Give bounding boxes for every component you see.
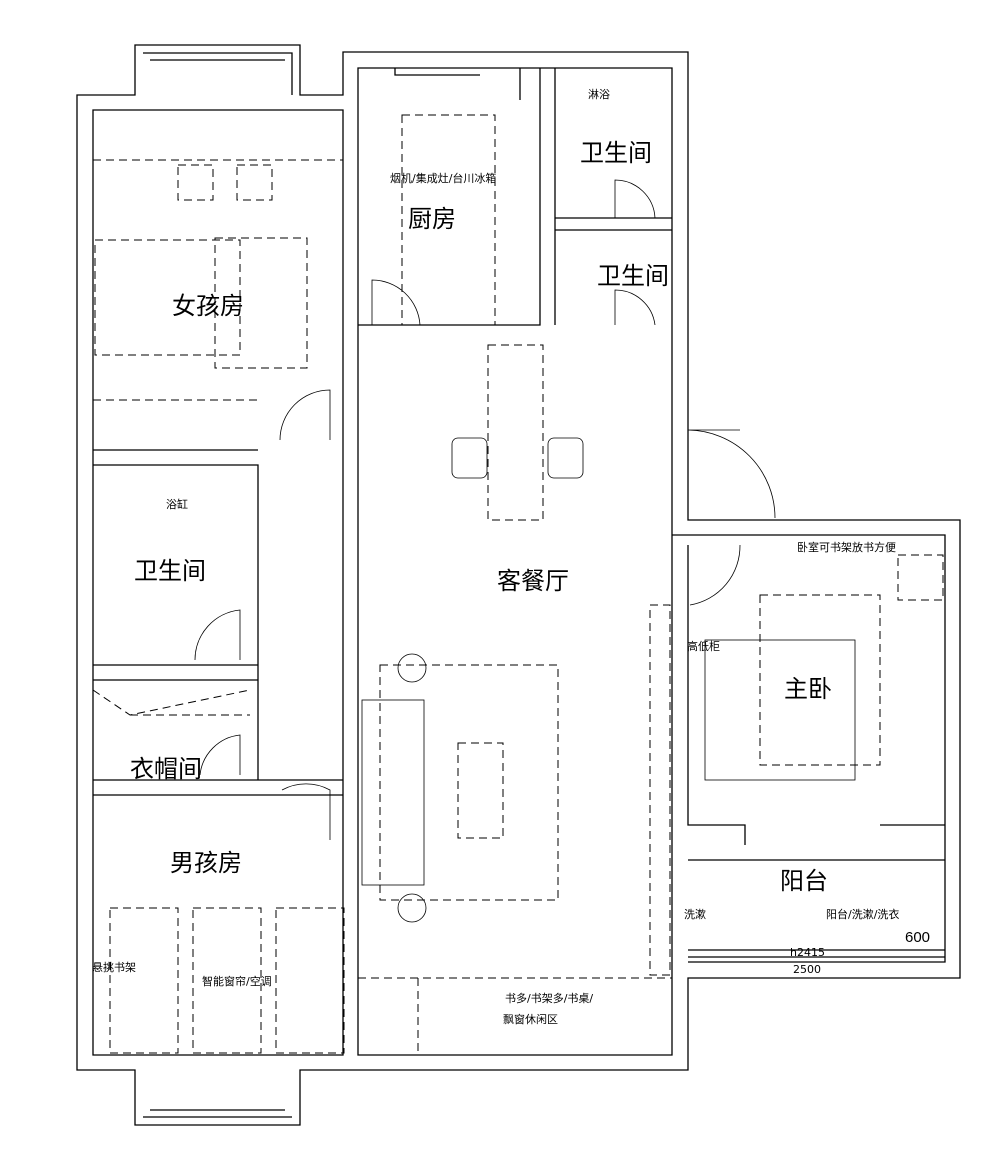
walls — [76, 44, 961, 1126]
room-label-living-dining: 客餐厅 — [497, 567, 569, 595]
room-label-bath-3: 卫生间 — [134, 557, 206, 585]
note-master: 卧室可书架放书方便 — [797, 540, 896, 554]
room-label-cloakroom: 衣帽间 — [130, 755, 202, 783]
note-study-1: 书多/书架多/书桌/ — [505, 991, 593, 1005]
room-label-balcony: 阳台 — [780, 867, 828, 895]
note-bathtub: 浴缸 — [166, 497, 188, 511]
note-curtain: 智能窗帘/空调 — [202, 974, 272, 988]
note-study-2: 飘窗休闲区 — [503, 1012, 558, 1026]
room-label-boy: 男孩房 — [170, 849, 242, 877]
note-height: h2415 — [790, 946, 825, 959]
furniture — [92, 114, 944, 1055]
dimension-600: 600 — [905, 929, 930, 946]
note-shelf: 悬挑书架 — [92, 960, 136, 974]
room-label-bath-2: 卫生间 — [597, 262, 669, 290]
note-cabinet: 高低柜 — [687, 639, 720, 653]
room-label-kitchen: 厨房 — [408, 205, 456, 233]
note-wash: 洗漱 — [684, 908, 706, 921]
note-shower: 淋浴 — [588, 88, 610, 101]
note-balcony: 阳台/洗漱/洗衣 — [826, 907, 899, 921]
room-label-bath-1: 卫生间 — [580, 139, 652, 167]
room-label-girl: 女孩房 — [172, 292, 244, 320]
doors — [194, 179, 776, 840]
note-kitchen: 烟机/集成灶/台川冰箱 — [390, 171, 496, 185]
room-label-master: 主卧 — [784, 675, 832, 703]
dimension-2500: 2500 — [793, 963, 821, 976]
